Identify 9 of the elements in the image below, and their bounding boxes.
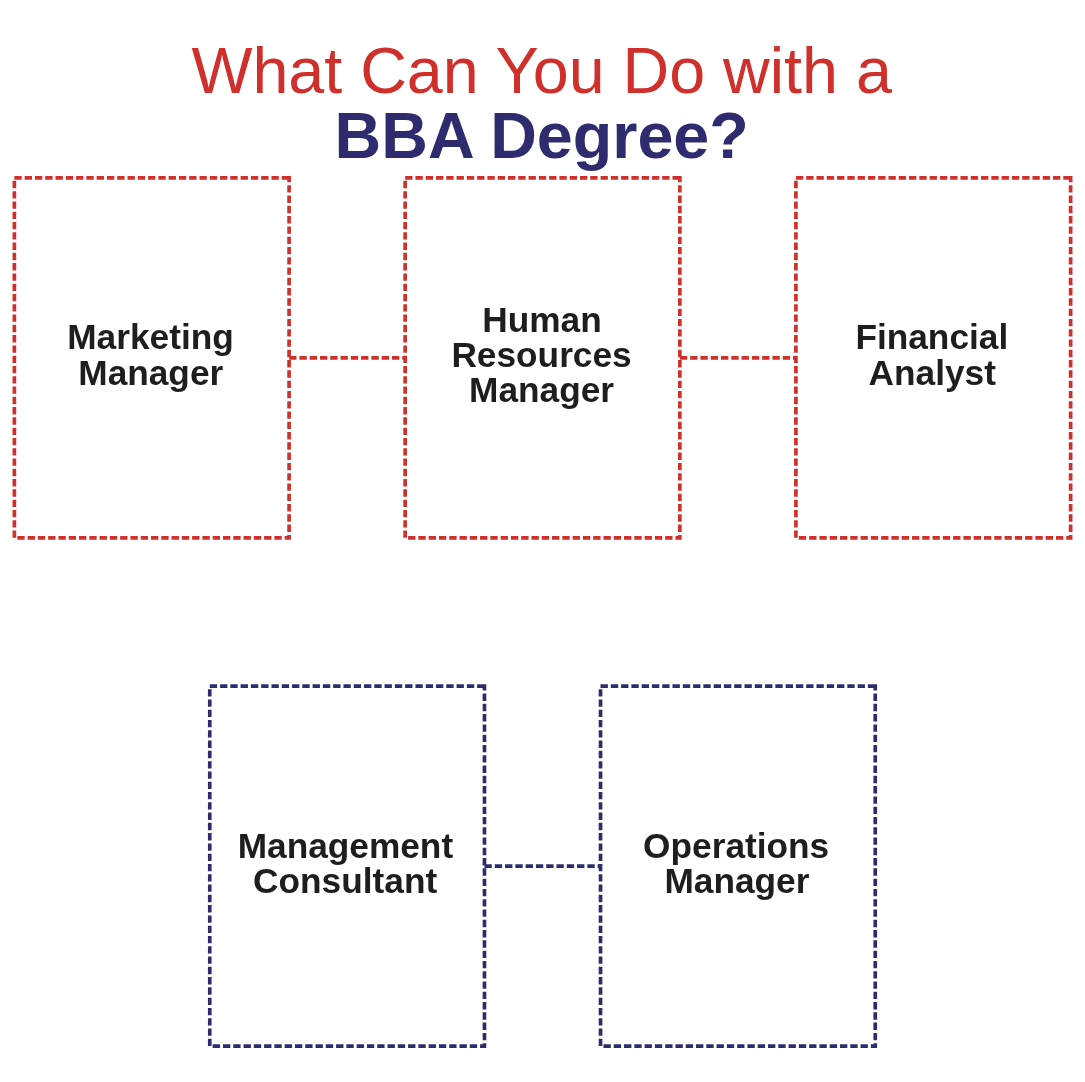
connector <box>679 355 796 360</box>
connector <box>289 355 405 360</box>
node-box: Financial Analyst <box>794 175 1073 540</box>
diagram-title: What Can You Do with a BBA Degree? <box>191 33 892 172</box>
connector <box>484 863 601 868</box>
node-box: Management Consultant <box>207 683 487 1048</box>
node-box: Marketing Manager <box>12 175 291 540</box>
node-box: Human Resources Manager <box>403 175 682 540</box>
node-box: Operations Manager <box>598 683 878 1048</box>
